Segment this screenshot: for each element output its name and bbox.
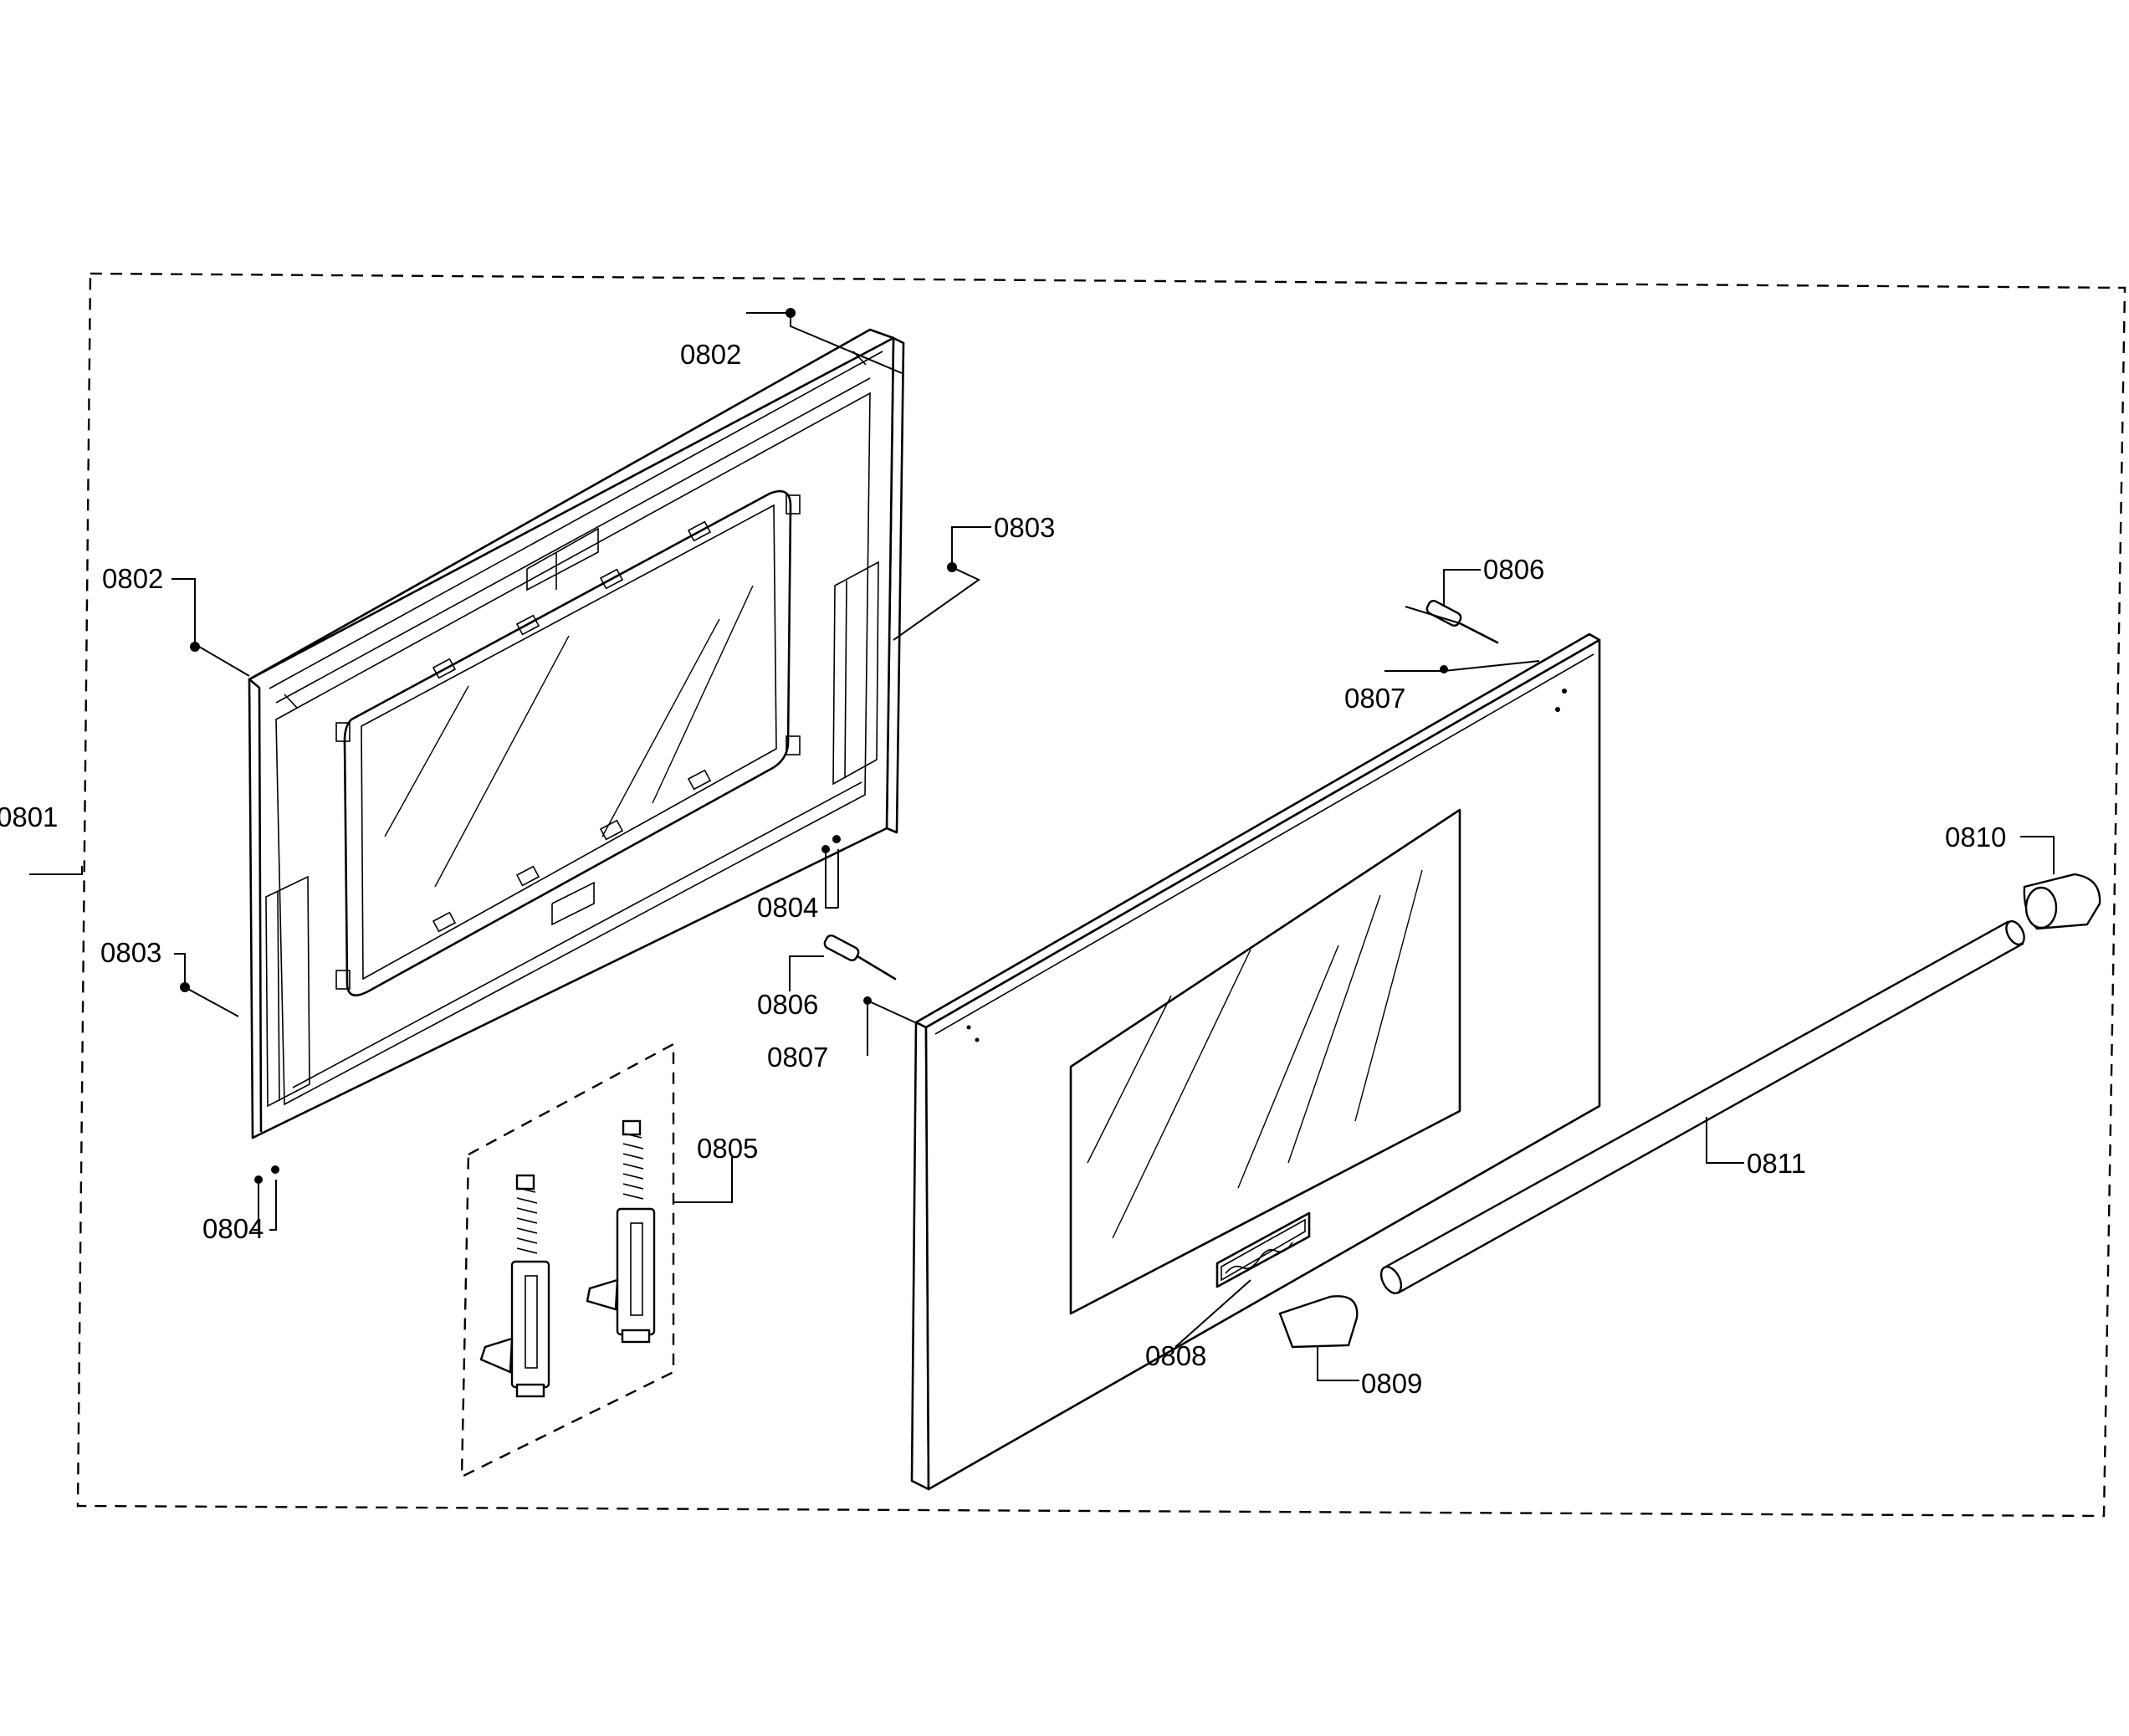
callout-0805: 0805 bbox=[697, 1133, 758, 1164]
leader-lines bbox=[29, 312, 2055, 1381]
callout-0802-left: 0802 bbox=[102, 563, 163, 594]
callout-0804-bottom: 0804 bbox=[202, 1213, 264, 1244]
pin-0806-top bbox=[1425, 599, 1499, 644]
assembly-boundary-0801 bbox=[76, 272, 2126, 1518]
hinge-right bbox=[586, 1119, 656, 1344]
callout-0803-left: 0803 bbox=[100, 937, 161, 968]
badge-0808 bbox=[1215, 1211, 1311, 1288]
callout-0809: 0809 bbox=[1361, 1368, 1422, 1399]
inner-door-panel bbox=[248, 328, 905, 1139]
outer-door-panel bbox=[910, 632, 1601, 1491]
hinge-left bbox=[479, 1174, 550, 1398]
callout-0807-top: 0807 bbox=[1344, 683, 1405, 714]
end-cap-0809 bbox=[1278, 1295, 1359, 1349]
callout-0804-mid: 0804 bbox=[757, 892, 818, 923]
callout-0806-top: 0806 bbox=[1483, 554, 1544, 585]
handle-rod-0811 bbox=[1379, 919, 2025, 1294]
end-cap-0810 bbox=[2023, 873, 2101, 930]
callout-0810: 0810 bbox=[1945, 822, 2006, 853]
callout-0811: 0811 bbox=[1747, 1148, 1806, 1179]
hinge-group-boundary-0805 bbox=[460, 1042, 675, 1478]
callout-0801: 0801 bbox=[0, 801, 58, 832]
callout-0808: 0808 bbox=[1145, 1340, 1206, 1371]
callout-0806-mid: 0806 bbox=[757, 989, 818, 1020]
pin-0806-mid bbox=[823, 934, 897, 981]
callout-0807-mid: 0807 bbox=[767, 1042, 828, 1073]
callout-0802-top: 0802 bbox=[680, 339, 741, 370]
callout-0803-right: 0803 bbox=[994, 512, 1055, 543]
